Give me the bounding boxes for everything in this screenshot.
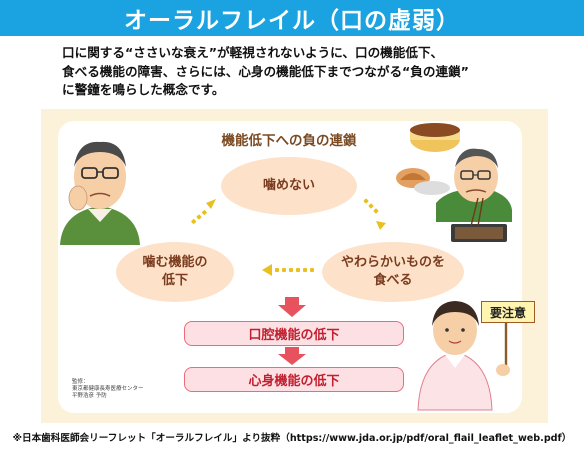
cycle-arrowhead-icon <box>262 264 272 276</box>
header-bar: オーラルフレイル（口の虚弱） <box>0 0 584 36</box>
step-label: 口腔機能の低下 <box>248 328 340 343</box>
intro-line: 食べる機能の障害、さらには、心身の機能低下までつながる“負の連鎖” <box>62 63 469 79</box>
cycle-dots-middle <box>275 268 314 272</box>
down-arrow-icon <box>278 297 306 317</box>
cycle-step-label: 低下 <box>161 273 188 288</box>
supervision-credit: 監修： 東京都健康長寿医療センター 平野浩彦 予防 <box>72 379 144 399</box>
cycle-step-label: 食べる <box>373 273 413 288</box>
diagram-title: 機能低下への負の連鎖 <box>221 133 357 149</box>
intro-text: 口に関する“ささいな衰え”が軽視されないように、口の機能低下、 食べる機能の障害… <box>62 44 562 100</box>
worried-man-figure <box>60 141 140 245</box>
oral-function-decline-box: 口腔機能の低下 <box>184 321 404 346</box>
cycle-step-label: やわらかいものを <box>340 255 445 270</box>
page-title: オーラルフレイル（口の虚弱） <box>124 8 460 34</box>
down-arrow-icon <box>278 347 306 365</box>
cycle-step-chewing-decline: 噛む機能の 低下 <box>116 242 234 302</box>
cycle-step-soft-food: やわらかいものを 食べる <box>322 242 464 302</box>
cycle-arrowhead-icon <box>206 199 216 209</box>
caution-sign: 要注意 <box>481 301 535 323</box>
cycle-step-label: 噛めない <box>262 178 315 193</box>
step-label: 心身機能の低下 <box>248 374 340 389</box>
source-footnote: ※日本歯科医師会リーフレット「オーラルフレイル」より抜粋（https://www… <box>12 433 572 444</box>
cycle-step-label: 噛む機能の <box>142 255 208 270</box>
eating-man-figure <box>396 123 512 242</box>
caution-sign-label: 要注意 <box>489 305 526 320</box>
cycle-arrowhead-icon <box>376 221 386 230</box>
intro-line: に警鐘を鳴らした概念です。 <box>62 82 225 97</box>
mind-body-decline-box: 心身機能の低下 <box>184 367 404 392</box>
intro-line: 口に関する“ささいな衰え”が軽視されないように、口の機能低下、 <box>62 45 444 60</box>
cycle-step-cannot-chew: 噛めない <box>221 157 357 215</box>
nurse-figure <box>417 301 510 411</box>
